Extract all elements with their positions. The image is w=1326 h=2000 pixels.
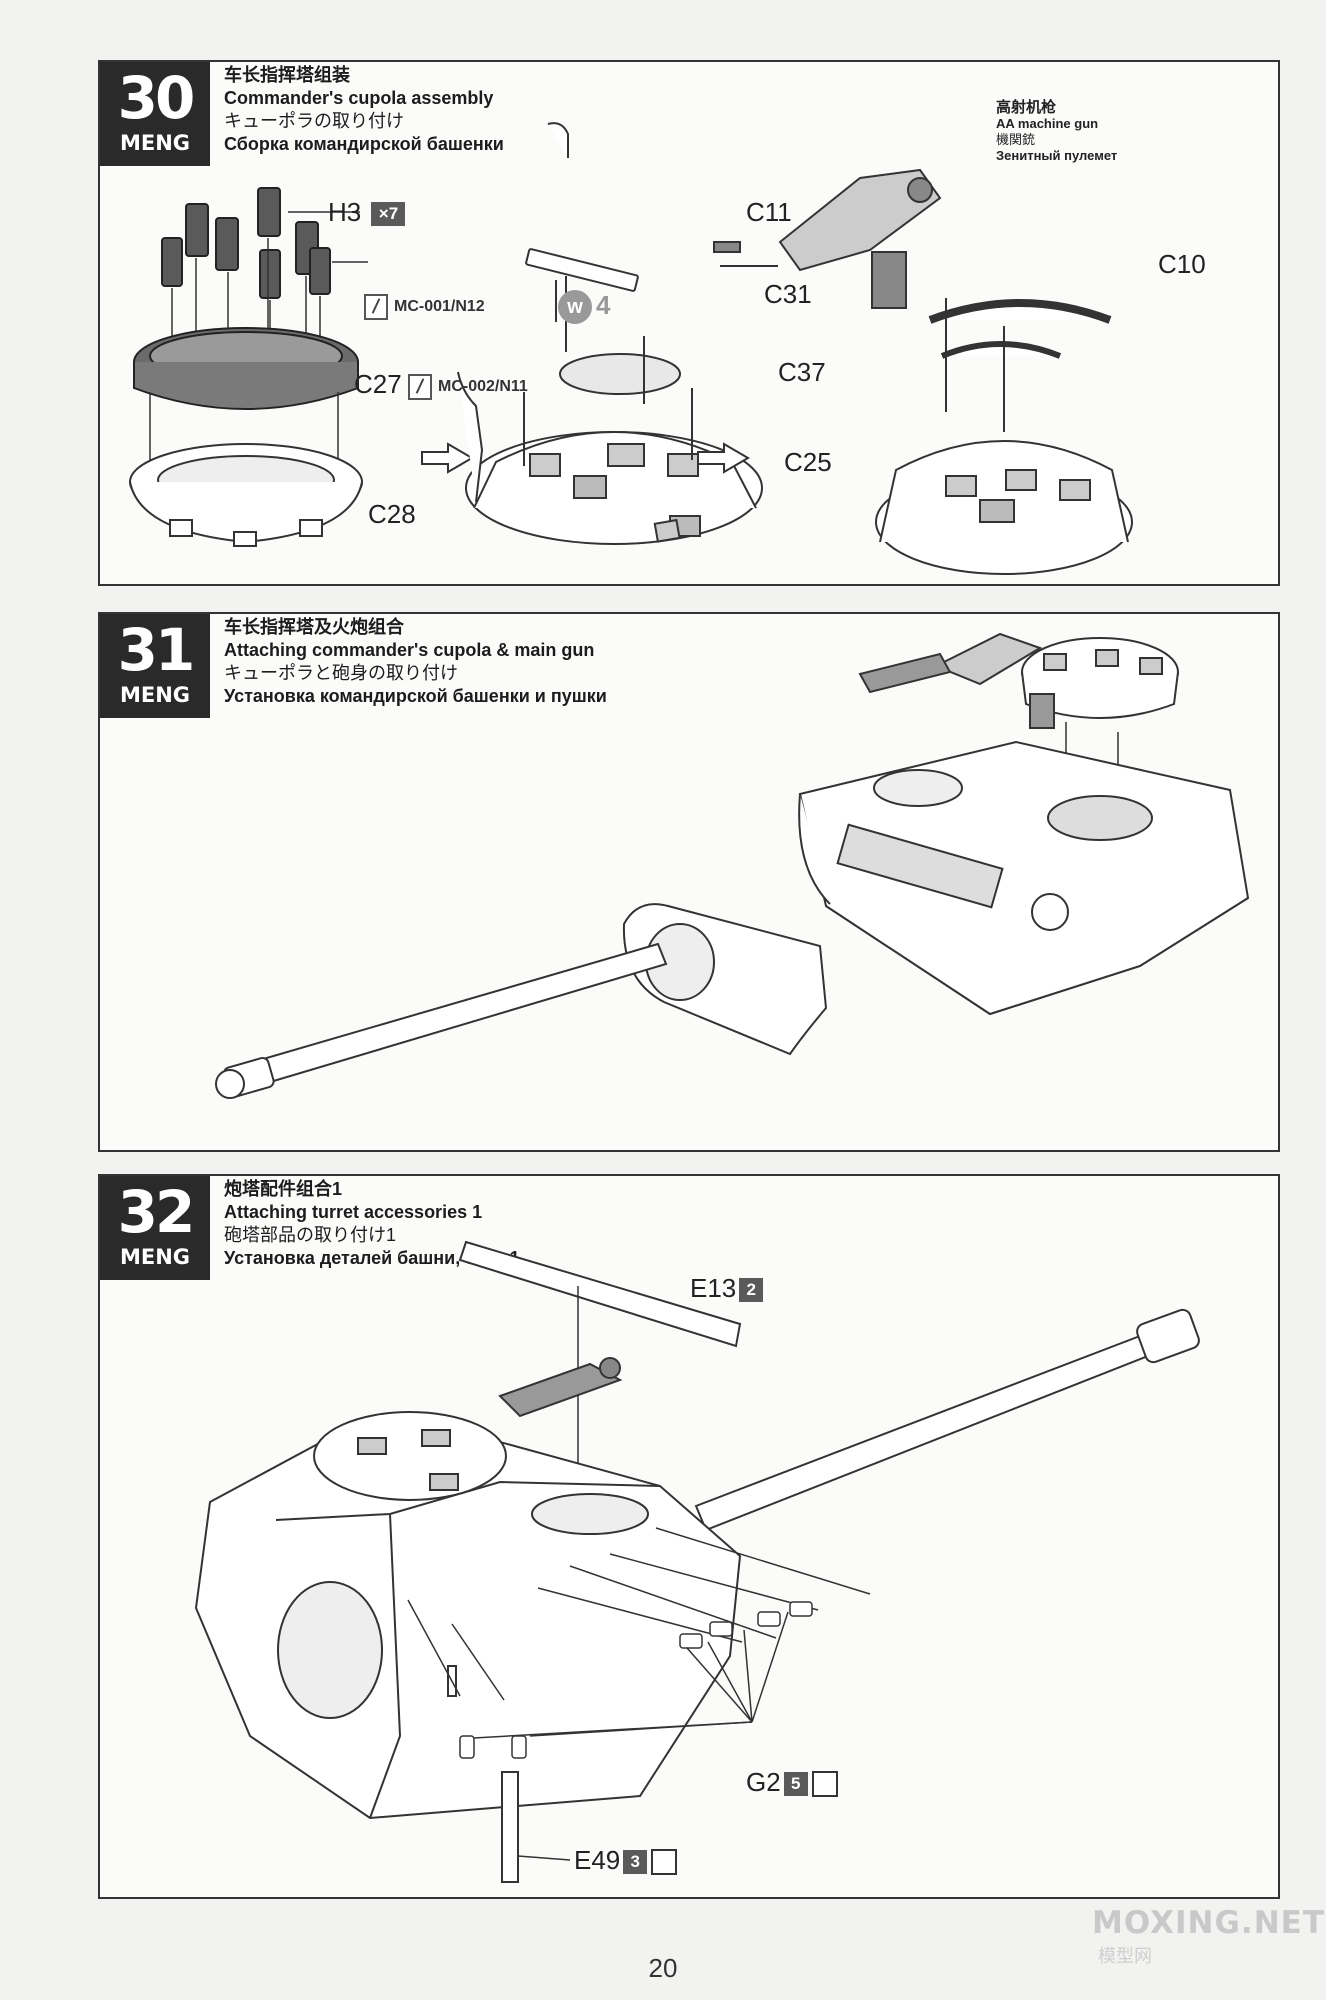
title-zh: 炮塔配件组合1 [224, 1179, 343, 1199]
step-badge: 31 MENG [100, 614, 210, 718]
w-circle-icon: w [558, 290, 592, 325]
brand-logo: MENG [119, 683, 191, 707]
turret-body [798, 740, 1250, 1016]
callout-c25: C25 [784, 448, 832, 476]
cupola-right [713, 168, 1133, 575]
callout-c27: C27 [354, 370, 402, 398]
turret-body [194, 1357, 742, 1820]
part-label: C27 [354, 369, 402, 399]
brush-icon [364, 294, 388, 320]
watermark: MOXING.NET [1092, 1905, 1325, 1941]
title-ja: 砲塔部品の取り付け1 [224, 1225, 397, 1245]
step-badge: 30 MENG [100, 62, 210, 166]
step-number: 31 [117, 616, 196, 684]
step-32-illustration [194, 1240, 1200, 1883]
watermark-sub: 模型网 [1098, 1946, 1152, 1966]
callout-c28: C28 [368, 500, 416, 528]
step-30-panel: 30 MENG 车长指挥塔组装 Commander's cupola assem… [98, 60, 1280, 586]
callout-c31: C31 [764, 280, 812, 308]
aa-machine-gun-label: 高射机枪 AA machine gun 機関銃 Зенитный пулемет [996, 100, 1117, 164]
page-number: 20 [648, 1953, 678, 1983]
gun-barrel [215, 942, 668, 1099]
brush-icon [408, 374, 432, 400]
gun-barrel [694, 1308, 1200, 1532]
sprue-badge: 3 [623, 1850, 648, 1875]
weathering-number: 4 [596, 290, 611, 320]
part-label: C11 [746, 197, 792, 227]
part-label: E13 [690, 1273, 737, 1303]
periscope-parts [161, 187, 331, 299]
title-zh: 车长指挥塔及火炮组合 [224, 617, 404, 637]
cupola-assembly [858, 632, 1179, 814]
title-zh: 车长指挥塔组装 [224, 65, 350, 85]
hourglass-icon [811, 1771, 838, 1798]
step-30-illustration [129, 122, 1133, 575]
callout-h3: H3 ×7 [328, 197, 406, 227]
title-ru: Сборка командирской башенки [224, 134, 504, 154]
aa-label-en: AA machine gun [996, 116, 1099, 131]
title-en: Attaching turret accessories 1 [224, 1202, 483, 1222]
callout-c10: C10 [1158, 250, 1206, 278]
step-titles: 车长指挥塔及火炮组合 Attaching commander's cupola … [224, 616, 607, 708]
step-titles: 车长指挥塔组装 Commander's cupola assembly キューポ… [224, 64, 504, 156]
part-label: E49 [574, 1845, 621, 1875]
callout-c11: C11 [746, 198, 792, 226]
step-badge: 32 MENG [100, 1176, 210, 1280]
part-label: C25 [784, 447, 832, 477]
aa-label-zh: 高射机枪 [996, 99, 1057, 116]
step-titles: 炮塔配件组合1 Attaching turret accessories 1 砲… [224, 1178, 520, 1270]
part-label: H3 [328, 197, 362, 227]
sprue-badge: 2 [739, 1278, 764, 1303]
paint-code: MC-002/N11 [438, 378, 528, 396]
part-label: C37 [778, 357, 826, 387]
ring-c27 [133, 327, 359, 410]
title-ru: Установка командирской башенки и пушки [224, 686, 607, 706]
base-c28 [129, 443, 363, 547]
step-32-panel: 32 MENG 炮塔配件组合1 Attaching turret accesso… [98, 1174, 1280, 1899]
title-ru: Установка деталей башни, этап 1 [224, 1248, 520, 1268]
step-31-illustration [215, 632, 1250, 1099]
brand-logo: MENG [119, 131, 191, 155]
part-label: G2 [746, 1767, 781, 1797]
paint-ref-mc002: MC-002/N11 [408, 374, 528, 400]
brand-logo: MENG [119, 1245, 191, 1269]
gun-mantlet [622, 903, 828, 1056]
part-label: C28 [368, 499, 416, 529]
title-en: Commander's cupola assembly [224, 88, 494, 108]
hourglass-icon [651, 1849, 678, 1876]
callout-c37: C37 [778, 358, 826, 386]
part-e49 [501, 1771, 571, 1883]
title-en: Attaching commander's cupola & main gun [224, 640, 595, 660]
title-ja: キューポラの取り付け [224, 111, 404, 131]
part-label: C31 [764, 279, 812, 309]
step-number: 32 [117, 1178, 196, 1246]
paint-ref-mc001: MC-001/N12 [364, 294, 485, 320]
step-number: 30 [117, 64, 196, 132]
paint-code: MC-001/N12 [394, 298, 485, 316]
step-31-panel: 31 MENG 车长指挥塔及火炮组合 Attaching commander's… [98, 612, 1280, 1152]
g2-handles [459, 1601, 813, 1759]
part-label: C10 [1158, 249, 1206, 279]
title-ja: キューポラと砲身の取り付け [224, 663, 458, 683]
sprue-badge: 5 [783, 1772, 808, 1797]
aa-label-ru: Зенитный пулемет [996, 148, 1118, 163]
aa-label-ja: 機関銃 [996, 132, 1036, 147]
quantity-badge: ×7 [371, 202, 406, 227]
cupola-middle [457, 122, 763, 545]
